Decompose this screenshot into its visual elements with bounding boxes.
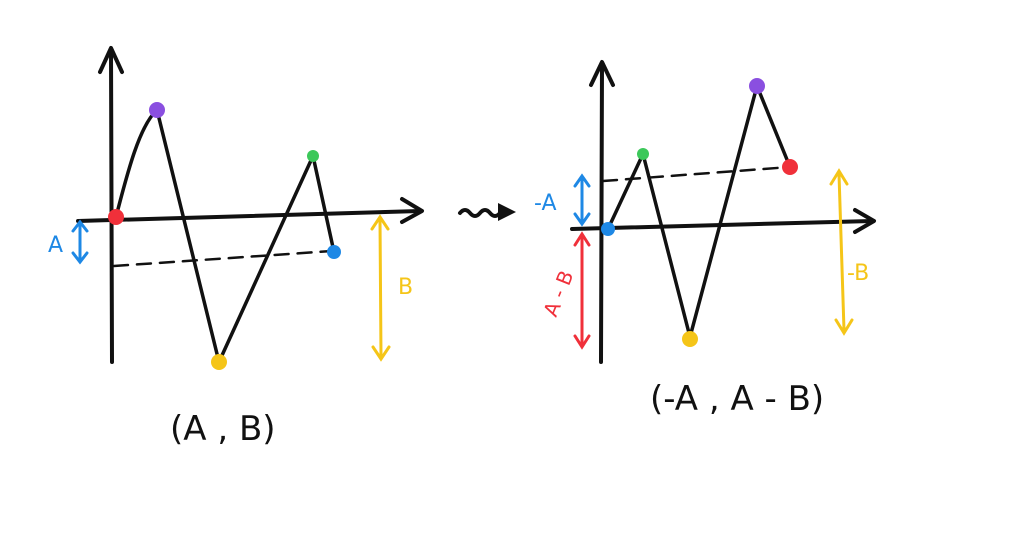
left-point-purple <box>149 102 165 118</box>
right-point-blue <box>601 222 615 236</box>
left-dashed-level <box>112 249 334 268</box>
right-neg-a-arrow <box>573 173 591 227</box>
left-x-axis <box>76 209 422 223</box>
right-a-minus-b-arrow <box>573 231 591 350</box>
right-point-green <box>637 148 649 160</box>
left-y-axis <box>109 48 114 364</box>
left-point-red <box>108 209 124 225</box>
left-diagram: A B (A , B) <box>48 46 424 449</box>
left-caption: (A , B) <box>170 409 276 449</box>
right-neg-b-arrow <box>829 168 854 336</box>
right-point-red <box>782 159 798 175</box>
left-x-axis-arrowhead <box>400 197 424 224</box>
transform-arrow-head <box>498 203 516 221</box>
right-x-axis <box>570 219 874 231</box>
transform-arrow <box>458 203 516 221</box>
left-zigzag-line <box>114 108 336 364</box>
left-label-b: B <box>398 275 413 300</box>
right-diagram: -A A - B -B (-A , A - B) <box>534 60 876 419</box>
left-point-green <box>307 150 319 162</box>
right-x-axis-arrowhead <box>853 208 876 234</box>
right-label-neg-a: -A <box>534 191 557 216</box>
right-point-yellow <box>682 331 698 347</box>
right-dashed-level <box>601 165 792 183</box>
transform-arrow-squiggle <box>458 208 502 218</box>
right-caption: (-A , A - B) <box>650 379 824 419</box>
left-point-blue <box>327 245 341 259</box>
left-label-a: A <box>48 233 63 258</box>
right-label-neg-b: -B <box>847 261 869 286</box>
left-a-arrow <box>71 219 89 265</box>
right-zigzag-line <box>606 84 792 339</box>
left-b-arrow <box>370 214 391 362</box>
right-label-a-minus-b: A - B <box>538 267 578 320</box>
right-point-purple <box>749 78 765 94</box>
left-point-yellow <box>211 354 227 370</box>
right-y-axis-arrowhead <box>589 60 615 87</box>
right-y-axis <box>599 62 604 364</box>
left-y-axis-arrowhead <box>98 46 124 74</box>
